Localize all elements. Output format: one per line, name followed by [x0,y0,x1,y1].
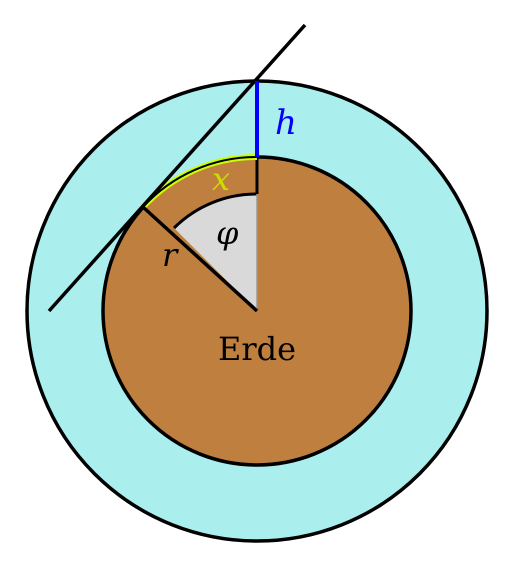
radius-label: r [162,236,179,274]
earth-label: Erde [218,330,296,368]
arc-label: x [212,160,230,198]
radius-line [141,205,259,313]
height-label: h [275,103,297,143]
angle-label: φ [216,214,239,252]
angle-arc [172,192,258,230]
angle-sector [174,193,257,311]
tangent-line [47,23,307,313]
